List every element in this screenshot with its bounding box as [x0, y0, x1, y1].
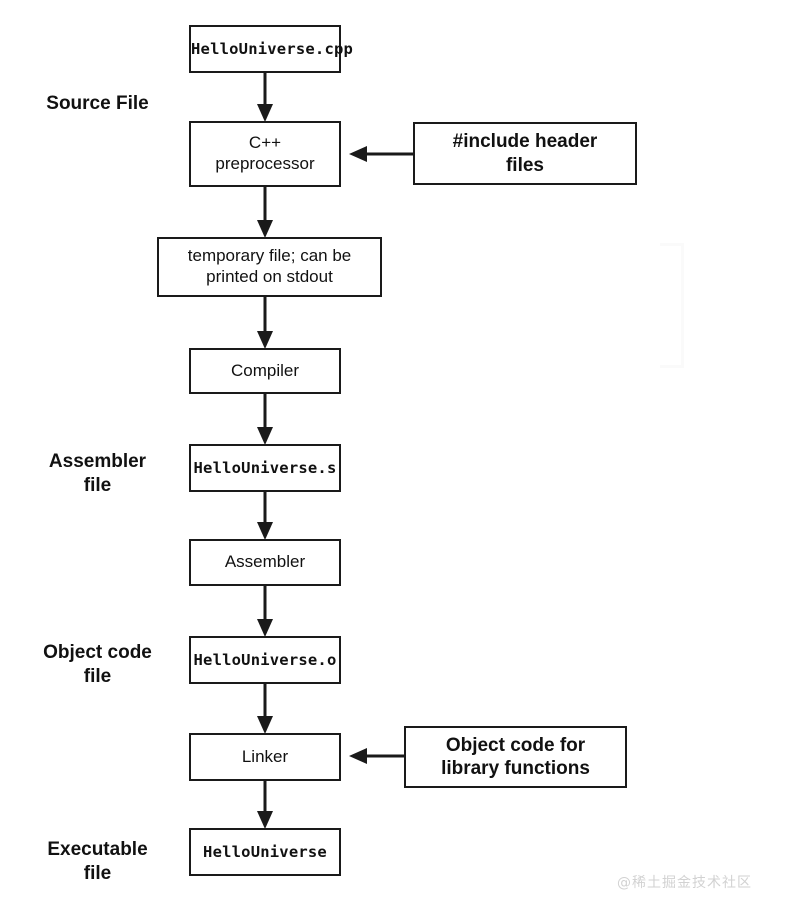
stage-label-assembler-file: Assembler file	[48, 451, 147, 496]
stage-label-source-file: Source File	[46, 93, 149, 114]
node-label: Object code for library functions	[441, 734, 590, 779]
node-cpp-preprocessor[interactable]: C++ preprocessor	[189, 121, 341, 187]
edge-hellouniverse-o-to-linker	[257, 683, 273, 734]
node-label: Compiler	[230, 360, 300, 380]
node-label: Assembler	[224, 552, 306, 572]
edge-temporary-file-to-compiler	[257, 296, 273, 349]
node-hellouniverse-cpp[interactable]: HelloUniverse.cpp	[189, 25, 354, 73]
node-hellouniverse-o[interactable]: HelloUniverse.o	[189, 636, 341, 684]
watermark-bracket-artifact	[660, 243, 684, 368]
node-label: HelloUniverse.o	[193, 650, 337, 669]
node-hellouniverse-s[interactable]: HelloUniverse.s	[189, 444, 341, 492]
node-include-header-files[interactable]: #include header files	[413, 122, 637, 185]
stage-label-object-code-file: Object code file	[43, 642, 152, 687]
edge-linker-to-hellouniverse	[257, 780, 273, 829]
node-label: #include header files	[452, 131, 598, 176]
edge-cpp-to-preprocessor	[257, 72, 273, 122]
node-label: HelloUniverse.s	[193, 458, 337, 477]
node-label: C++ preprocessor	[215, 133, 315, 173]
edge-assembler-to-hellouniverse-o	[257, 585, 273, 637]
node-object-code-for-library-functions[interactable]: Object code for library functions	[404, 726, 627, 788]
edge-compiler-to-hellouniverse-s	[257, 393, 273, 445]
edge-include-to-preprocessor	[349, 146, 413, 162]
edge-library-to-linker	[349, 748, 405, 764]
node-label: Linker	[241, 746, 289, 766]
node-temporary-file[interactable]: temporary file; can be printed on stdout	[157, 237, 382, 297]
watermark-text: @稀土掘金技术社区	[617, 875, 752, 891]
edge-hellouniverse-s-to-assembler	[257, 491, 273, 540]
stage-label-executable-file: Executable file	[47, 839, 148, 884]
node-label: HelloUniverse.cpp	[191, 39, 354, 58]
node-label: HelloUniverse	[203, 842, 327, 861]
node-label: temporary file; can be printed on stdout	[187, 246, 352, 286]
node-hellouniverse[interactable]: HelloUniverse	[189, 828, 341, 876]
node-compiler[interactable]: Compiler	[189, 348, 341, 394]
node-assembler[interactable]: Assembler	[189, 539, 341, 586]
edge-preprocessor-to-temporary-file	[257, 186, 273, 238]
node-linker[interactable]: Linker	[189, 733, 341, 781]
